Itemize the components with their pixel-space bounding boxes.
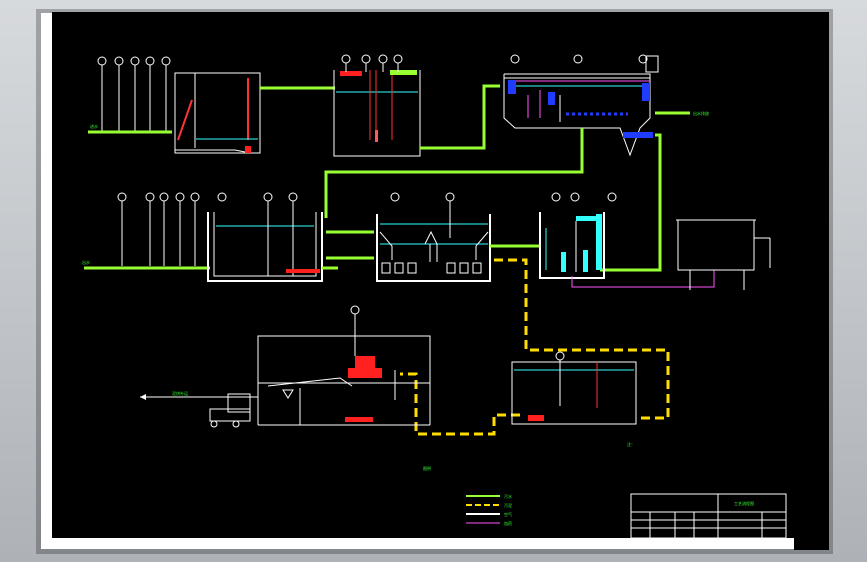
outlet-top-right-label: 出水排放	[693, 110, 709, 116]
sludge-dewatering-building	[257, 305, 431, 426]
legend-label-2: 空气	[504, 511, 512, 517]
effluent-left-label: 出水	[82, 259, 90, 265]
title-block: 工艺流程图	[630, 493, 787, 539]
sludge-line-to-press	[400, 372, 520, 436]
pipe-tank1-to-tank2	[420, 84, 500, 150]
dosing-tank	[676, 219, 771, 290]
inlet-label: 进水	[90, 123, 98, 129]
drawing-right-border	[794, 12, 829, 550]
title-block-title: 工艺流程图	[734, 500, 754, 506]
tank-4-cyan	[539, 192, 617, 279]
drawing-canvas	[52, 12, 794, 538]
chemical-line	[571, 270, 715, 288]
tank-2	[503, 54, 659, 157]
legend: 图例 污水 污泥 空气 加药	[423, 465, 512, 526]
legend-heading: 图例	[423, 465, 431, 471]
sludge-tank	[511, 351, 637, 425]
instrument-bubbles-left-top	[97, 56, 171, 132]
clarifier-a	[207, 201, 323, 282]
tank-3-hoppers	[376, 192, 491, 282]
notes-heading: 注：	[627, 441, 635, 447]
legend-label-1: 污泥	[504, 502, 512, 508]
screen-channel	[174, 72, 261, 154]
sludge-out-label: 泥饼外运	[172, 390, 188, 396]
legend-label-0: 污水	[504, 493, 512, 499]
sludge-line-main	[494, 258, 670, 420]
pipe-to-clarifier	[324, 128, 584, 218]
legend-label-3: 加药	[504, 520, 512, 526]
instrument-bubbles-left-mid	[117, 192, 298, 266]
sludge-truck	[209, 393, 251, 428]
pipe-right-return	[600, 133, 662, 272]
tank-1	[333, 54, 421, 157]
